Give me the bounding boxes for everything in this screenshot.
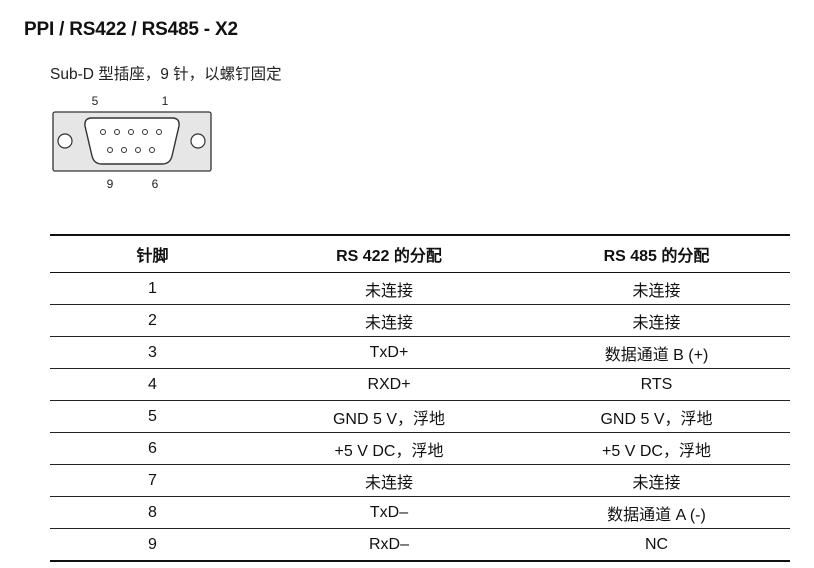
pin-label-5: 5 [92, 94, 99, 108]
cell-rs485: GND 5 V，浮地 [523, 400, 790, 433]
table-row: 4 RXD+ RTS [50, 368, 790, 401]
cell-pin: 8 [50, 496, 255, 529]
cell-rs422: TxD– [255, 496, 523, 529]
cell-rs485: 未连接 [523, 304, 790, 337]
cell-rs485: NC [523, 528, 790, 562]
pin-row-top [100, 129, 162, 135]
pin-label-9: 9 [107, 177, 114, 191]
header-rs485: RS 485 的分配 [523, 234, 790, 273]
cell-pin: 6 [50, 432, 255, 465]
cell-rs422: 未连接 [255, 304, 523, 337]
d-shell [84, 117, 180, 165]
cell-rs485: 数据通道 B (+) [523, 336, 790, 369]
table-row: 5 GND 5 V，浮地 GND 5 V，浮地 [50, 400, 790, 433]
cell-pin: 1 [50, 272, 255, 305]
table-row: 8 TxD– 数据通道 A (-) [50, 496, 790, 529]
table-row: 2 未连接 未连接 [50, 304, 790, 337]
pin-label-1: 1 [162, 94, 169, 108]
pin-assignment-table: 针脚 RS 422 的分配 RS 485 的分配 1 未连接 未连接 2 未连接… [50, 234, 790, 562]
screw-hole-right [190, 133, 206, 149]
cell-rs422: +5 V DC，浮地 [255, 432, 523, 465]
connector-description: Sub-D 型插座，9 针，以螺钉固定 [50, 66, 282, 83]
cell-rs422: RxD– [255, 528, 523, 562]
cell-rs485: 未连接 [523, 272, 790, 305]
table-row: 1 未连接 未连接 [50, 272, 790, 305]
cell-rs422: GND 5 V，浮地 [255, 400, 523, 433]
header-rs422: RS 422 的分配 [255, 234, 523, 273]
cell-rs422: 未连接 [255, 272, 523, 305]
cell-pin: 4 [50, 368, 255, 401]
cell-rs485: 未连接 [523, 464, 790, 497]
cell-rs485: 数据通道 A (-) [523, 496, 790, 529]
screw-hole-left [57, 133, 73, 149]
cell-rs422: 未连接 [255, 464, 523, 497]
cell-pin: 9 [50, 528, 255, 562]
header-pin: 针脚 [50, 234, 255, 273]
cell-rs422: RXD+ [255, 368, 523, 401]
cell-rs485: RTS [523, 368, 790, 401]
sub-d-connector-icon: 5 1 9 6 [52, 94, 212, 191]
table-row: 6 +5 V DC，浮地 +5 V DC，浮地 [50, 432, 790, 465]
sub-d-connector-diagram: 5 1 9 6 [48, 90, 218, 195]
pin-row-bottom [107, 147, 155, 153]
cell-pin: 5 [50, 400, 255, 433]
cell-rs485: +5 V DC，浮地 [523, 432, 790, 465]
cell-pin: 3 [50, 336, 255, 369]
table-row: 7 未连接 未连接 [50, 464, 790, 497]
table-header-row: 针脚 RS 422 的分配 RS 485 的分配 [50, 234, 790, 273]
pin-label-6: 6 [152, 177, 159, 191]
table-row: 3 TxD+ 数据通道 B (+) [50, 336, 790, 369]
cell-pin: 7 [50, 464, 255, 497]
cell-pin: 2 [50, 304, 255, 337]
page-title: PPI / RS422 / RS485 - X2 [24, 19, 238, 40]
table-row: 9 RxD– NC [50, 528, 790, 562]
cell-rs422: TxD+ [255, 336, 523, 369]
